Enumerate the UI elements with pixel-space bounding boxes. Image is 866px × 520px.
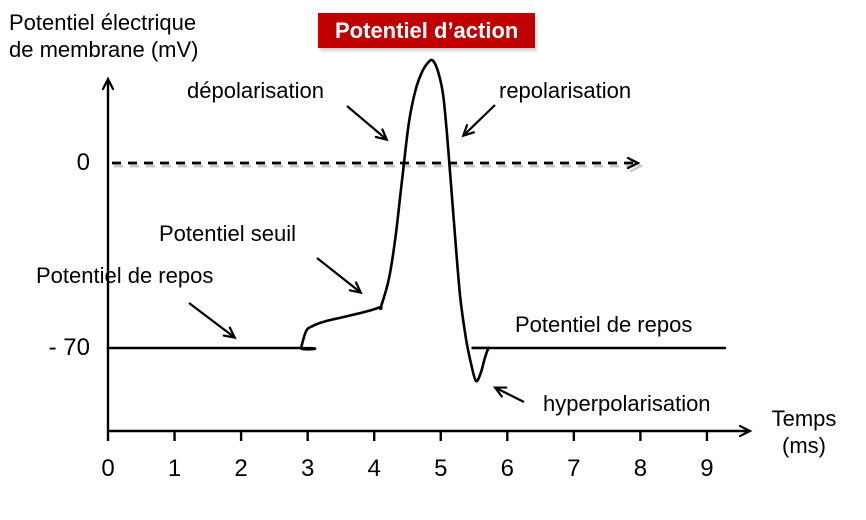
- y-tick-label: - 70: [48, 334, 90, 361]
- potentiel-repos-left-arrow: [188, 302, 237, 340]
- x-tick-label: 5: [434, 455, 448, 482]
- annotation-repolarisation: repolarisation: [499, 78, 632, 103]
- annotation-depolarisation: dépolarisation: [187, 78, 324, 103]
- repolarisation-arrow: [461, 104, 496, 138]
- chart-title: Potentiel d’action: [318, 13, 536, 48]
- x-tick-label: 6: [500, 455, 514, 482]
- depolarisation-arrow: [346, 105, 389, 142]
- x-tick-label: 3: [300, 455, 315, 482]
- annotation-potentiel-repos-right: Potentiel de repos: [515, 312, 693, 337]
- annotation-potentiel-seuil: Potentiel seuil: [159, 221, 296, 246]
- x-axis-ticks: [106, 431, 709, 441]
- x-tick-label: 4: [367, 455, 381, 482]
- hyperpolarisation-arrow: [492, 386, 525, 403]
- y-axis-label: Potentiel électrique de membrane (mV): [9, 10, 199, 62]
- x-tick-label: 0: [101, 455, 115, 482]
- x-tick-label: 9: [700, 455, 714, 482]
- x-tick-label: 1: [167, 455, 182, 482]
- potentiel-seuil-arrow: [316, 257, 363, 295]
- y-tick-label: 0: [76, 149, 90, 176]
- annotation-hyperpolarisation: hyperpolarisation: [543, 391, 711, 416]
- x-tick-label: 7: [567, 455, 581, 482]
- x-tick-label: 8: [633, 455, 648, 482]
- membrane-potential-curve: [106, 58, 727, 383]
- annotation-potentiel-repos-left: Potentiel de repos: [36, 263, 214, 288]
- x-tick-label: 2: [234, 455, 248, 482]
- x-axis-label: Temps (ms): [771, 406, 837, 458]
